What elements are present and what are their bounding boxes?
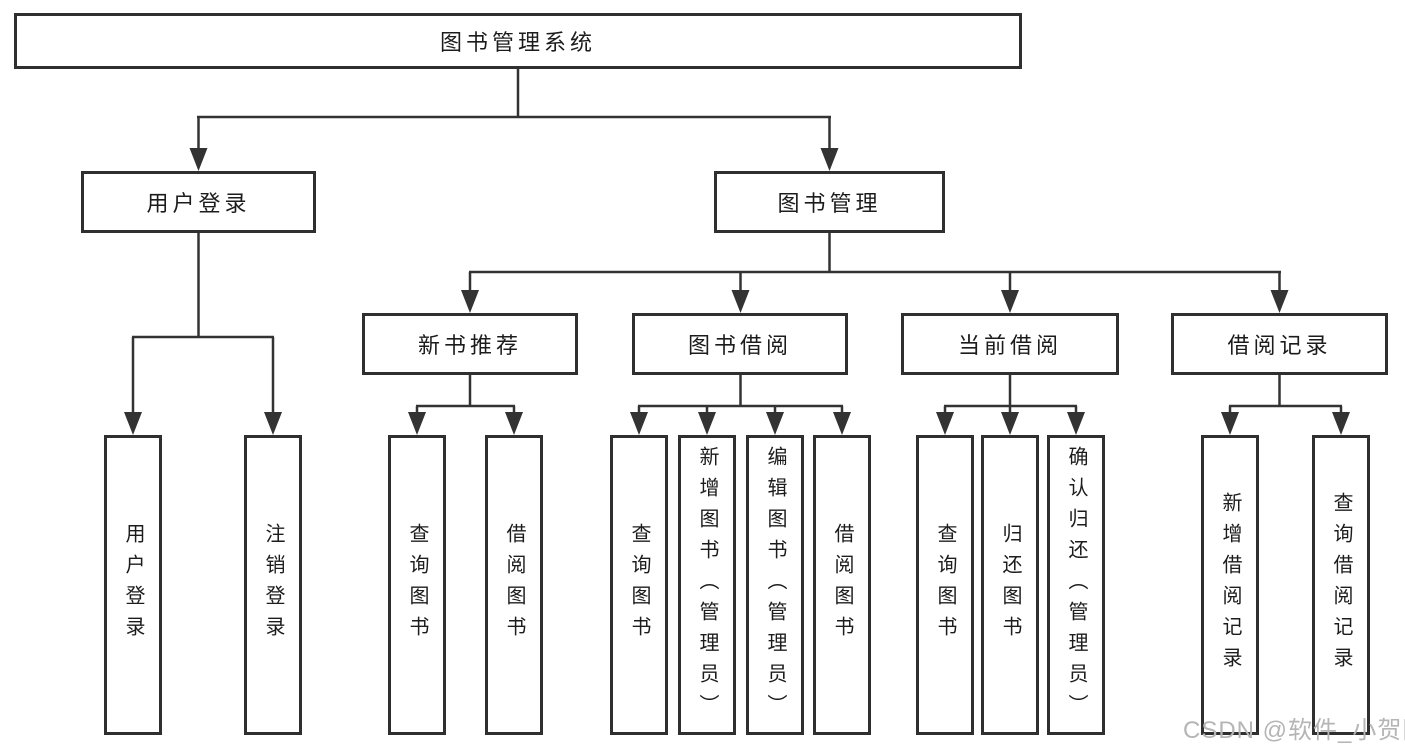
node-root-system: 图书管理系统: [14, 13, 1022, 69]
node-book-borrow: 图书借阅: [632, 313, 848, 375]
node-book-borrow-label: 图书借阅: [687, 333, 792, 358]
leaf-query-books-borrow: 查询图书: [610, 435, 668, 735]
leaf-query-borrow-record: 查询借阅记录: [1312, 435, 1370, 735]
node-borrow-records-label: 借阅记录: [1227, 333, 1332, 358]
leaf-confirm-return-admin: 确认归还（管理员）: [1047, 435, 1105, 735]
leaf-edit-books-admin-label: 编辑图书（管理员）: [764, 445, 786, 725]
leaf-add-borrow-record-label: 新增借阅记录: [1219, 492, 1241, 678]
node-book-management: 图书管理: [714, 171, 945, 233]
node-current-borrow: 当前借阅: [901, 313, 1119, 375]
leaf-add-books-admin-label: 新增图书（管理员）: [696, 445, 718, 725]
leaf-borrow-books: 借阅图书: [813, 435, 871, 735]
node-user-login-label: 用户登录: [146, 191, 251, 216]
leaf-return-books-label: 归还图书: [999, 523, 1021, 647]
leaf-query-books-recommend: 查询图书: [388, 435, 446, 735]
csdn-watermark: CSDN @软件_小贺同学: [1183, 717, 1405, 744]
leaf-query-borrow-record-label: 查询借阅记录: [1330, 492, 1352, 678]
leaf-add-borrow-record: 新增借阅记录: [1201, 435, 1259, 735]
leaf-add-books-admin: 新增图书（管理员）: [678, 435, 736, 735]
leaf-borrow-books-recommend: 借阅图书: [485, 435, 543, 735]
leaf-borrow-books-recommend-label: 借阅图书: [503, 523, 525, 647]
leaf-edit-books-admin: 编辑图书（管理员）: [746, 435, 804, 735]
leaf-confirm-return-admin-label: 确认归还（管理员）: [1065, 445, 1087, 725]
node-new-book-recommend: 新书推荐: [362, 313, 578, 375]
leaf-query-books-current: 查询图书: [916, 435, 974, 735]
node-user-login: 用户登录: [81, 171, 316, 233]
leaf-query-books-borrow-label: 查询图书: [628, 523, 650, 647]
node-new-book-recommend-label: 新书推荐: [417, 333, 522, 358]
node-book-management-label: 图书管理: [777, 191, 882, 216]
node-borrow-records: 借阅记录: [1171, 313, 1388, 375]
leaf-return-books: 归还图书: [981, 435, 1039, 735]
leaf-query-books-recommend-label: 查询图书: [406, 523, 428, 647]
node-root-label: 图书管理系统: [439, 30, 596, 55]
leaf-logout-label: 注销登录: [262, 523, 284, 647]
node-current-borrow-label: 当前借阅: [957, 333, 1062, 358]
leaf-borrow-books-label: 借阅图书: [831, 523, 853, 647]
leaf-logout: 注销登录: [244, 435, 302, 735]
leaf-query-books-current-label: 查询图书: [934, 523, 956, 647]
leaf-user-login-label: 用户登录: [122, 523, 144, 647]
leaf-user-login: 用户登录: [104, 435, 162, 735]
